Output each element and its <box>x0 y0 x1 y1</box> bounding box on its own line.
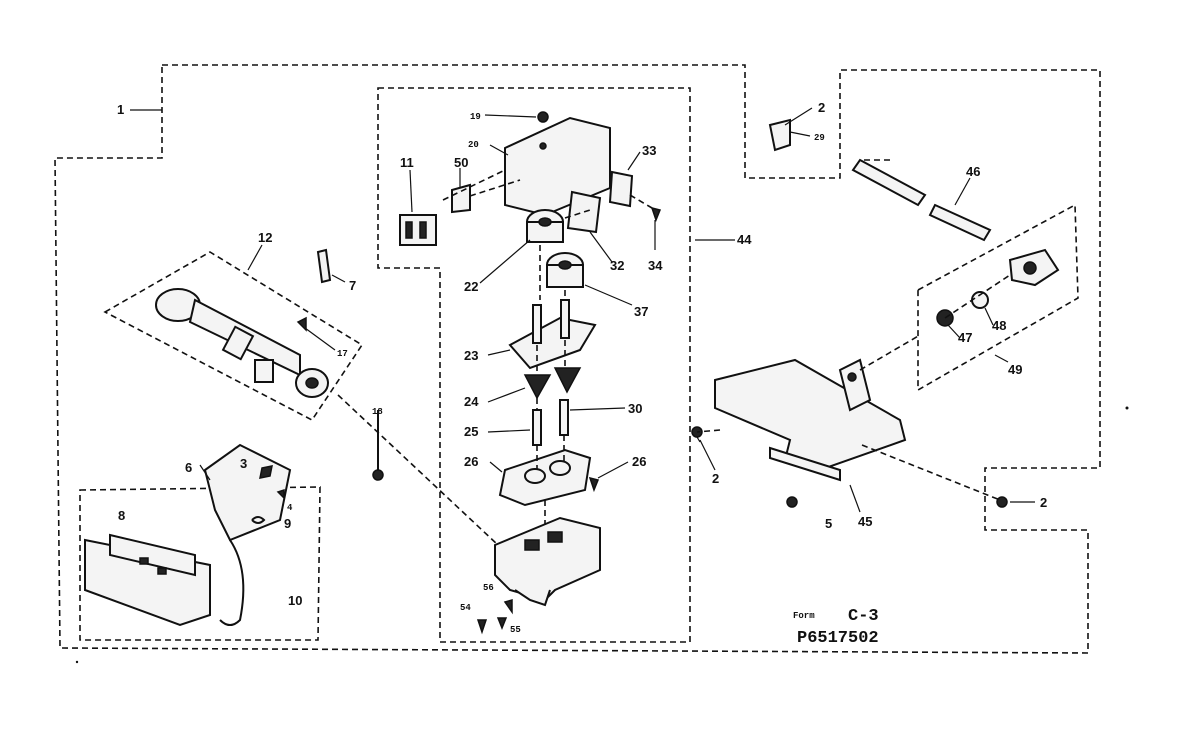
label-24: 24 <box>464 394 479 409</box>
label-18: 18 <box>372 407 383 417</box>
label-2-top: 2 <box>818 100 825 115</box>
label-44: 44 <box>737 232 752 247</box>
label-5: 5 <box>825 516 832 531</box>
label-22: 22 <box>464 279 478 294</box>
label-26-right: 26 <box>632 454 646 469</box>
figure-code: C-3 <box>848 607 879 626</box>
base-block <box>494 516 601 607</box>
screw-54 <box>476 619 488 635</box>
plate-50 <box>451 183 471 214</box>
label-19: 19 <box>470 112 481 122</box>
lamp-socket-part <box>155 288 329 398</box>
label-17: 17 <box>337 349 348 359</box>
screw-26 <box>588 476 600 493</box>
label-9: 9 <box>284 516 291 531</box>
label-29: 29 <box>814 133 825 143</box>
label-33: 33 <box>642 143 656 158</box>
label-55: 55 <box>510 625 521 635</box>
screw-4 <box>276 488 285 500</box>
clip-7 <box>316 248 332 284</box>
outer-boundary <box>54 64 1101 654</box>
label-46: 46 <box>966 164 980 179</box>
bracket-45 <box>714 358 907 482</box>
coil-37 <box>546 252 584 288</box>
label-47: 47 <box>958 330 972 345</box>
screw-2-right <box>996 496 1008 508</box>
label-23: 23 <box>464 348 478 363</box>
label-37: 37 <box>634 304 648 319</box>
gasket-26 <box>498 448 592 507</box>
pin-30 <box>559 399 569 436</box>
label-7: 7 <box>349 278 356 293</box>
screw-56 <box>503 599 513 615</box>
right-bracket-box <box>917 203 1079 392</box>
label-2-left: 2 <box>712 471 719 486</box>
label-56: 56 <box>483 583 494 593</box>
plate-32 <box>566 190 602 234</box>
leader-lines <box>130 107 1035 513</box>
label-54: 54 <box>460 603 471 613</box>
part-number: P6517502 <box>797 629 879 648</box>
screw-19 <box>537 111 549 123</box>
center-assembly-box <box>377 87 691 643</box>
label-34: 34 <box>648 258 663 273</box>
label-30: 30 <box>628 401 642 416</box>
clip-3 <box>259 465 273 479</box>
label-6: 6 <box>185 460 192 475</box>
label-2-right: 2 <box>1040 495 1047 510</box>
nut-18 <box>372 469 384 481</box>
pin-25 <box>532 409 542 446</box>
valve-24 <box>523 374 552 400</box>
screw-17 <box>296 316 307 332</box>
connector-11 <box>399 214 437 246</box>
speck-2 <box>75 660 79 664</box>
label-10: 10 <box>288 593 302 608</box>
speck-1 <box>1125 406 1129 410</box>
label-12: 12 <box>258 230 272 245</box>
label-1: 1 <box>117 102 124 117</box>
tube-46 <box>851 158 992 242</box>
label-45: 45 <box>858 514 872 529</box>
label-50: 50 <box>454 155 468 170</box>
label-20: 20 <box>468 140 479 150</box>
clip-33 <box>608 170 634 208</box>
housing-8 <box>84 533 211 627</box>
screw-5 <box>786 496 798 508</box>
label-3: 3 <box>240 456 247 471</box>
spring-9 <box>251 516 266 524</box>
clip-29 <box>768 118 791 152</box>
wire-10 <box>219 539 245 626</box>
label-8: 8 <box>118 508 125 523</box>
screw-34 <box>650 206 662 223</box>
valve-24b <box>553 367 582 394</box>
label-11: 11 <box>400 155 414 170</box>
valve-49 <box>1008 248 1060 287</box>
label-25: 25 <box>464 424 478 439</box>
screw-55 <box>496 617 508 631</box>
label-4: 4 <box>287 503 293 513</box>
lamp-assembly-box <box>103 251 364 422</box>
plate-23 <box>508 299 597 370</box>
connector-lines <box>337 159 1011 546</box>
form-label: Form <box>793 611 815 621</box>
label-49: 49 <box>1008 362 1022 377</box>
label-26-left: 26 <box>464 454 478 469</box>
coil-22 <box>526 209 564 243</box>
label-32: 32 <box>610 258 624 273</box>
label-48: 48 <box>992 318 1006 333</box>
